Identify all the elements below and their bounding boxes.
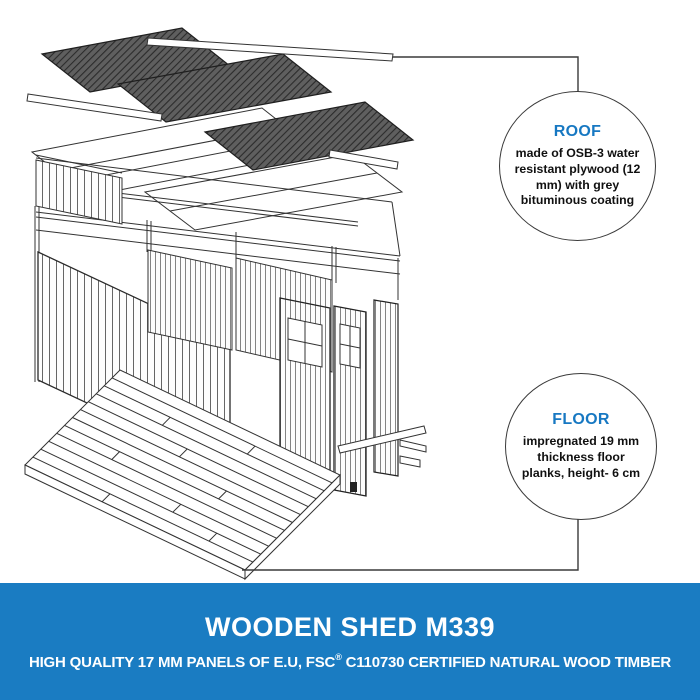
floor-callout-title: FLOOR [552, 411, 610, 429]
floor-thickness-edge [244, 473, 341, 581]
floor-callout-body: impregnated 19 mm thickness floor planks… [521, 434, 641, 480]
door-lock [350, 482, 357, 492]
floor-beam [337, 425, 427, 454]
floor-planks [24, 369, 341, 581]
subtitle-suffix: C110730 CERTIFIED NATURAL WOOD TIMBER [341, 654, 672, 671]
hardware-parts [399, 439, 427, 468]
product-banner: WOODEN SHED M339 HIGH QUALITY 17 MM PANE… [0, 583, 700, 700]
floor-connector-line [242, 519, 579, 571]
roof-connector-line [393, 56, 579, 92]
roof-callout-body: made of OSB-3 water resistant plywood (1… [514, 145, 641, 208]
product-title: WOODEN SHED M339 [204, 612, 496, 642]
spare-door-panel [373, 299, 399, 477]
connector-lines [242, 56, 579, 571]
exploded-shed-diagram [24, 27, 579, 581]
roof-callout: ROOF made of OSB-3 water resistant plywo… [499, 91, 656, 241]
roof-battens [26, 37, 399, 170]
registered-trademark-symbol: ® [335, 652, 342, 662]
product-subtitle: HIGH QUALITY 17 MM PANELS OF E.U, FSC® C… [28, 652, 672, 671]
gable-panel [35, 154, 123, 225]
roof-callout-title: ROOF [553, 122, 602, 140]
roof-bitumen-panels [40, 27, 415, 171]
floor-callout: FLOOR impregnated 19 mm thickness floor … [505, 373, 657, 520]
subtitle-prefix: HIGH QUALITY 17 MM PANELS OF E.U, FSC [28, 654, 336, 671]
